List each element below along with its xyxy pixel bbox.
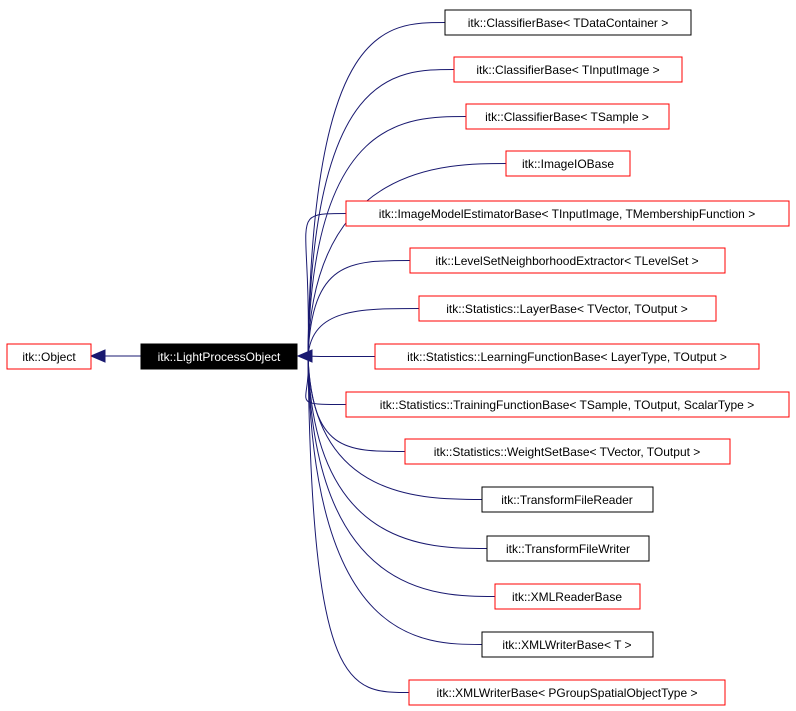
inheritance-arrowhead (89, 349, 106, 363)
node-classifier-base-tsample[interactable]: itk::ClassifierBase< TSample > (465, 103, 670, 130)
node-label: itk::ImageModelEstimatorBase< TInputImag… (379, 207, 755, 221)
inheritance-edge (307, 308, 420, 357)
node-level-set-neighborhood-extractor[interactable]: itk::LevelSetNeighborhoodExtractor< TLev… (409, 247, 726, 274)
node-label: itk::XMLWriterBase< T > (502, 638, 631, 652)
node-transform-file-writer[interactable]: itk::TransformFileWriter (486, 535, 650, 562)
node-xml-writer-base-t[interactable]: itk::XMLWriterBase< T > (481, 631, 654, 658)
node-classifier-base-tinputimage[interactable]: itk::ClassifierBase< TInputImage > (453, 56, 683, 83)
inheritance-edge (307, 22, 446, 357)
node-label: itk::ClassifierBase< TDataContainer > (468, 16, 669, 30)
nodes-layer: itk::Object itk::LightProcessObject itk:… (6, 9, 790, 706)
inheritance-edge (307, 260, 411, 357)
inheritance-edge (305, 213, 347, 357)
node-label: itk::TransformFileWriter (506, 542, 630, 556)
inheritance-edge (307, 355, 483, 500)
node-label: itk::Statistics::LearningFunctionBase< L… (407, 350, 727, 364)
inheritance-edge (307, 355, 483, 645)
node-label: itk::XMLReaderBase (512, 590, 622, 604)
node-statistics-learning-function-base[interactable]: itk::Statistics::LearningFunctionBase< L… (374, 343, 760, 370)
node-statistics-weight-set-base[interactable]: itk::Statistics::WeightSetBase< TVector,… (404, 438, 731, 465)
inheritance-edge (307, 116, 467, 357)
inheritance-edge (307, 355, 496, 597)
node-label: itk::XMLWriterBase< PGroupSpatialObjectT… (436, 686, 697, 700)
node-light-process-object[interactable]: itk::LightProcessObject (140, 343, 298, 370)
node-label: itk::Statistics::TrainingFunctionBase< T… (380, 398, 754, 412)
node-statistics-training-function-base[interactable]: itk::Statistics::TrainingFunctionBase< T… (345, 391, 790, 418)
inheritance-edge (307, 69, 455, 357)
inheritance-edge (307, 355, 376, 357)
node-label: itk::Object (22, 350, 76, 364)
inheritance-edge (307, 163, 507, 357)
node-transform-file-reader[interactable]: itk::TransformFileReader (481, 486, 654, 513)
node-image-io-base[interactable]: itk::ImageIOBase (505, 150, 631, 177)
node-label: itk::Statistics::LayerBase< TVector, TOu… (446, 302, 687, 316)
inheritance-edge (305, 355, 347, 405)
node-itk-object[interactable]: itk::Object (6, 343, 92, 370)
node-label: itk::Statistics::WeightSetBase< TVector,… (434, 445, 701, 459)
node-classifier-base-tdatacontainer[interactable]: itk::ClassifierBase< TDataContainer > (444, 9, 692, 36)
edges-layer (89, 22, 507, 693)
node-label: itk::LightProcessObject (158, 350, 281, 364)
inheritance-edge (307, 355, 410, 693)
node-statistics-layer-base[interactable]: itk::Statistics::LayerBase< TVector, TOu… (418, 295, 717, 322)
node-label: itk::ImageIOBase (522, 157, 614, 171)
node-xml-reader-base[interactable]: itk::XMLReaderBase (494, 583, 641, 610)
node-label: itk::LevelSetNeighborhoodExtractor< TLev… (435, 254, 698, 268)
node-label: itk::TransformFileReader (501, 493, 633, 507)
inheritance-arrowhead (296, 349, 313, 363)
node-xml-writer-base-pgroup[interactable]: itk::XMLWriterBase< PGroupSpatialObjectT… (408, 679, 726, 706)
node-image-model-estimator-base[interactable]: itk::ImageModelEstimatorBase< TInputImag… (345, 200, 790, 227)
node-label: itk::ClassifierBase< TSample > (485, 110, 649, 124)
node-label: itk::ClassifierBase< TInputImage > (476, 63, 659, 77)
inheritance-edge (307, 355, 488, 549)
